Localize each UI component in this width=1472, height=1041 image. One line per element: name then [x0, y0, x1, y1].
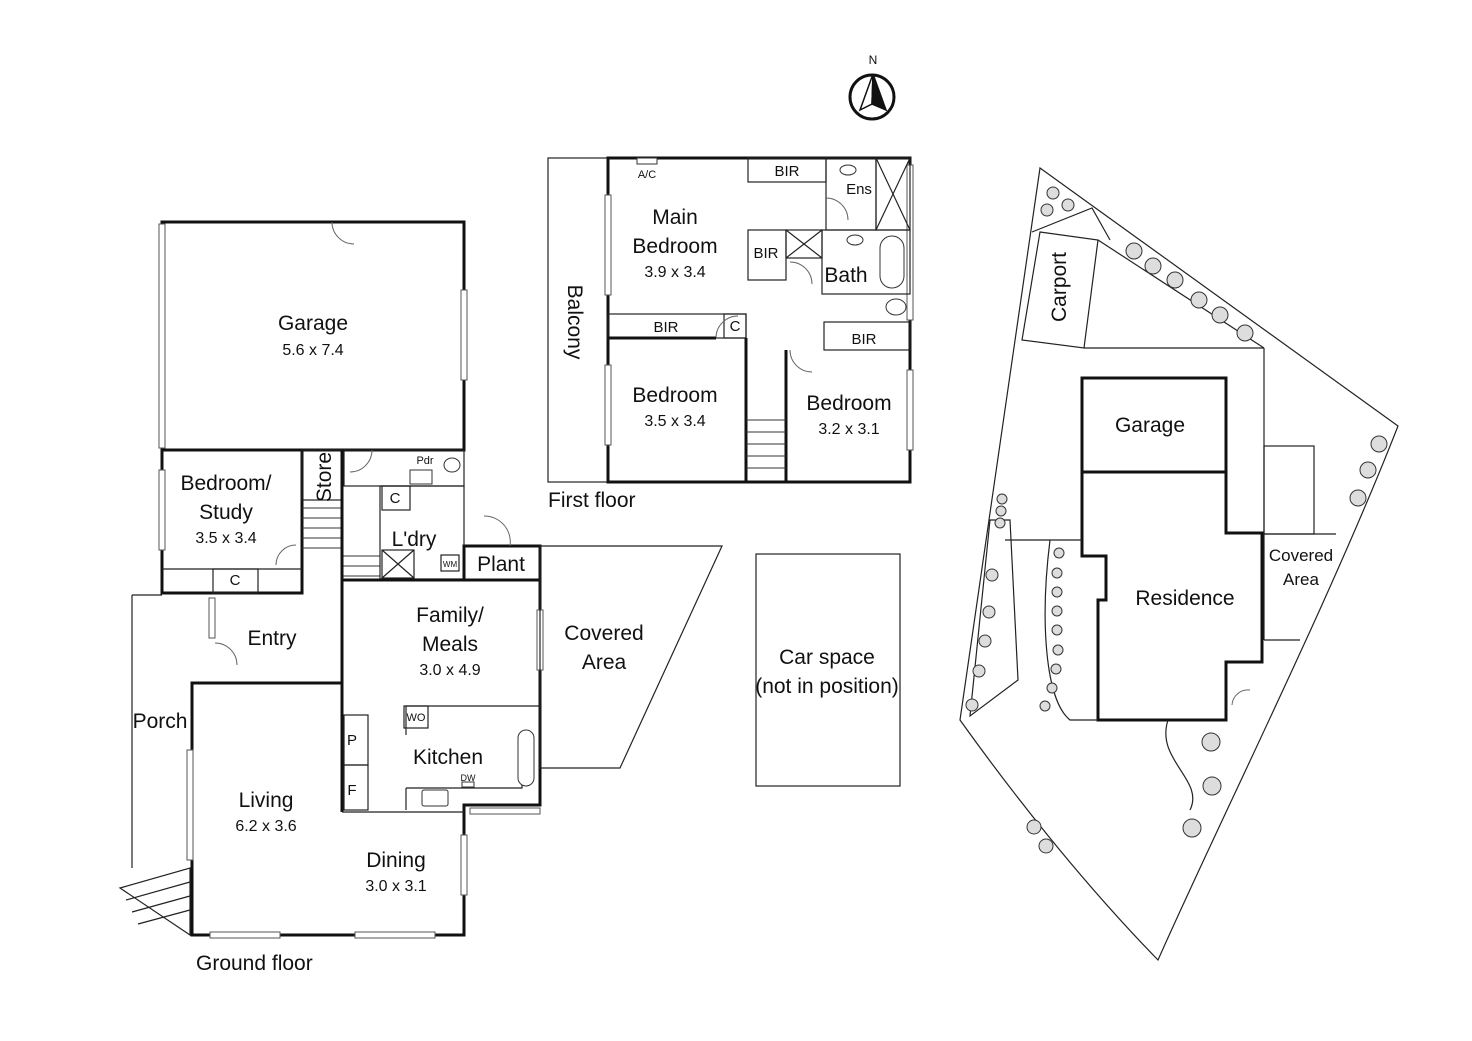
ground-floor-caption: Ground floor	[196, 952, 313, 975]
washing-machine-label: WM	[443, 560, 458, 569]
first-floor-plan	[547, 156, 914, 484]
car-space: Car space (not in position)	[755, 553, 901, 787]
bir-bed2-label: BIR	[653, 319, 678, 336]
bedroom-study-name-2: Study	[199, 501, 253, 524]
plant-name: Plant	[477, 553, 525, 576]
site-plan	[959, 166, 1399, 962]
first-floor-caption: First floor	[548, 489, 636, 512]
garage-walls	[160, 220, 466, 452]
dining-name: Dining	[366, 849, 426, 872]
porch-name: Porch	[133, 710, 188, 733]
main-bedroom-name-2: Bedroom	[632, 235, 717, 258]
pantry-label: P	[347, 732, 357, 749]
bath-name: Bath	[824, 264, 867, 287]
site-covered-area-2: Area	[1283, 570, 1319, 589]
compass-label: N	[869, 53, 878, 67]
bedroom2-dims: 3.5 x 3.4	[644, 413, 705, 430]
kitchen-name: Kitchen	[413, 746, 483, 769]
main-bedroom-dims: 3.9 x 3.4	[644, 264, 705, 281]
bedroom2-name: Bedroom	[632, 384, 717, 407]
family-dims: 3.0 x 4.9	[419, 662, 480, 679]
living-name: Living	[239, 789, 294, 812]
north-arrow-icon	[858, 73, 874, 112]
balcony-name: Balcony	[563, 285, 586, 360]
covered-area-name-2: Area	[582, 651, 627, 674]
family-name-2: Meals	[422, 633, 478, 656]
laundry-name: L'dry	[392, 528, 437, 551]
fridge-label: F	[347, 782, 356, 799]
dining-dims: 3.0 x 3.1	[365, 878, 426, 895]
ac-label: A/C	[638, 169, 656, 181]
family-name-1: Family/	[416, 604, 484, 627]
dishwasher-label: DW	[461, 773, 476, 783]
laundry-cupboard-label: C	[390, 490, 401, 507]
tree-icons	[965, 186, 1388, 854]
bir-center-label: BIR	[753, 245, 778, 262]
garage-name: Garage	[278, 312, 348, 335]
covered-area-name-1: Covered	[564, 622, 643, 645]
cupboard-label: C	[230, 572, 241, 589]
site-covered-area-1: Covered	[1269, 546, 1333, 565]
ground-floor-labels: Garage 5.6 x 7.4 Bedroom/ Study 3.5 x 3.…	[133, 312, 644, 975]
car-space-line1: Car space	[779, 646, 875, 669]
wall-oven-label: WO	[407, 712, 426, 724]
entry-name: Entry	[247, 627, 297, 650]
bedroom3-dims: 3.2 x 3.1	[818, 421, 879, 438]
garage-dims: 5.6 x 7.4	[282, 342, 343, 359]
bir-bed3-label: BIR	[851, 331, 876, 348]
bedroom-study-name-1: Bedroom/	[180, 472, 271, 495]
pdr-name: Pdr	[416, 455, 433, 467]
compass: N	[848, 53, 896, 121]
first-floor-labels: A/C BIR Ens Main Bedroom 3.9 x 3.4 BIR B…	[548, 163, 892, 512]
ensuite-name: Ens	[846, 181, 872, 198]
site-plan-labels: Carport Garage Residence Covered Area	[1048, 252, 1333, 610]
main-bedroom-name-1: Main	[652, 206, 698, 229]
site-carport-name: Carport	[1048, 252, 1071, 322]
bedroom3-name: Bedroom	[806, 392, 891, 415]
site-residence-name: Residence	[1135, 587, 1234, 610]
ground-floor-plan	[118, 220, 723, 939]
linen-cupboard-label: C	[730, 318, 741, 335]
car-space-line2: (not in position)	[755, 675, 899, 698]
bedroom-study-dims: 3.5 x 3.4	[195, 530, 256, 547]
site-garage-name: Garage	[1115, 414, 1185, 437]
store-name: Store	[313, 452, 336, 502]
living-dims: 6.2 x 3.6	[235, 818, 296, 835]
bir-main-label: BIR	[774, 163, 799, 180]
